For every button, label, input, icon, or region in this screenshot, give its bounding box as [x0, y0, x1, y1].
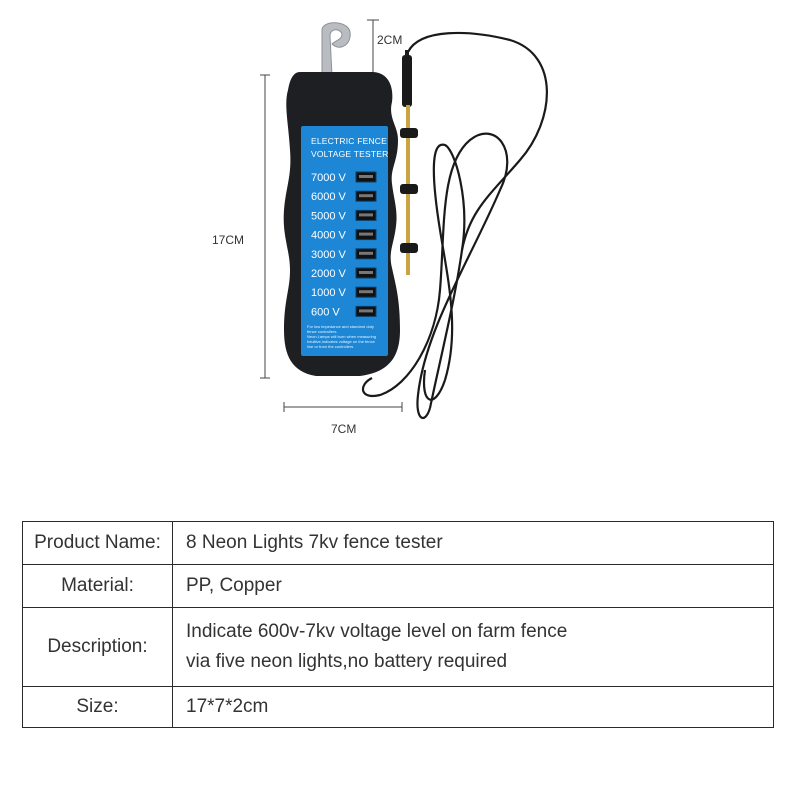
panel-title-line2: VOLTAGE TESTER — [311, 149, 388, 159]
spec-value-line: 8 Neon Lights 7kv fence tester — [186, 532, 443, 553]
voltage-indicator-list: 7000 V 6000 V 5000 V 4000 V 3000 V 2000 V 1000… — [311, 171, 377, 318]
spec-row: Description: Indicate 600v-7kv voltage le… — [22, 607, 774, 687]
neon-lamp-filament — [359, 309, 373, 313]
fine-print-line: Intuitive,indicates voltage on the fence — [307, 339, 376, 344]
spec-value-line: Indicate 600v-7kv voltage level on farm … — [186, 621, 568, 642]
fine-print-line: fence controllers. — [307, 329, 337, 334]
voltage-level-label: 7000 V — [311, 172, 347, 184]
hook-label: 2CM — [377, 33, 402, 47]
spec-row: Size: 17*7*2cm — [22, 686, 774, 728]
spec-table: Product Name: 8 Neon Lights 7kv fence tes… — [22, 521, 774, 728]
neon-lamp-filament — [359, 232, 373, 236]
spec-value-line: 17*7*2cm — [186, 696, 269, 717]
panel-title-line1: ELECTRIC FENCE — [311, 136, 387, 146]
width-label: 7CM — [331, 422, 356, 436]
spec-row: Product Name: 8 Neon Lights 7kv fence tes… — [22, 521, 774, 565]
test-cable — [362, 31, 548, 420]
width-dimension: 7CM — [283, 402, 403, 436]
spec-value-line: via five neon lights,no battery required — [186, 651, 508, 672]
voltage-level-label: 600 V — [311, 306, 340, 318]
fine-print-line: Neon Lamps will burn when measuring — [307, 334, 376, 339]
voltage-level-label: 3000 V — [311, 249, 347, 261]
spec-value: 17*7*2cm — [172, 686, 774, 728]
neon-lamp-filament — [359, 194, 373, 198]
spec-value-line: PP, Copper — [186, 575, 282, 596]
fine-print-line: line or from the controllers — [307, 344, 353, 349]
voltage-level-label: 6000 V — [311, 191, 347, 203]
hook-dimension: 2CM — [367, 19, 402, 79]
spec-label: Description: — [22, 607, 173, 687]
voltage-level-label: 2000 V — [311, 268, 347, 280]
neon-lamp-filament — [359, 271, 373, 274]
hook-icon — [321, 22, 351, 77]
fine-print-line: For low impedance and standard duty — [307, 324, 374, 329]
height-label: 17CM — [212, 233, 244, 247]
neon-lamp-filament — [359, 213, 373, 217]
spec-value: 8 Neon Lights 7kv fence tester — [172, 521, 774, 565]
spec-value: Indicate 600v-7kv voltage level on farm … — [172, 607, 774, 687]
label-panel — [301, 126, 388, 356]
voltage-level-label: 5000 V — [311, 210, 347, 222]
spec-label: Material: — [22, 564, 173, 608]
spec-row: Material: PP, Copper — [22, 564, 774, 608]
spec-label: Product Name: — [22, 521, 173, 565]
spec-value: PP, Copper — [172, 564, 774, 608]
neon-lamp-filament — [359, 290, 373, 294]
probe-icon — [400, 50, 418, 275]
fine-print: For low impedance and standard dutyfence… — [307, 324, 376, 349]
product-figure: 17CM 7CM 2CM ELECTRIC FENCE VOLTAGE TEST… — [212, 19, 548, 436]
voltage-level-label: 1000 V — [311, 287, 347, 299]
spec-label: Size: — [22, 686, 173, 728]
voltage-level-label: 4000 V — [311, 230, 347, 242]
height-dimension: 17CM — [212, 74, 270, 379]
neon-lamp-filament — [359, 251, 373, 255]
neon-lamp-filament — [359, 175, 373, 178]
